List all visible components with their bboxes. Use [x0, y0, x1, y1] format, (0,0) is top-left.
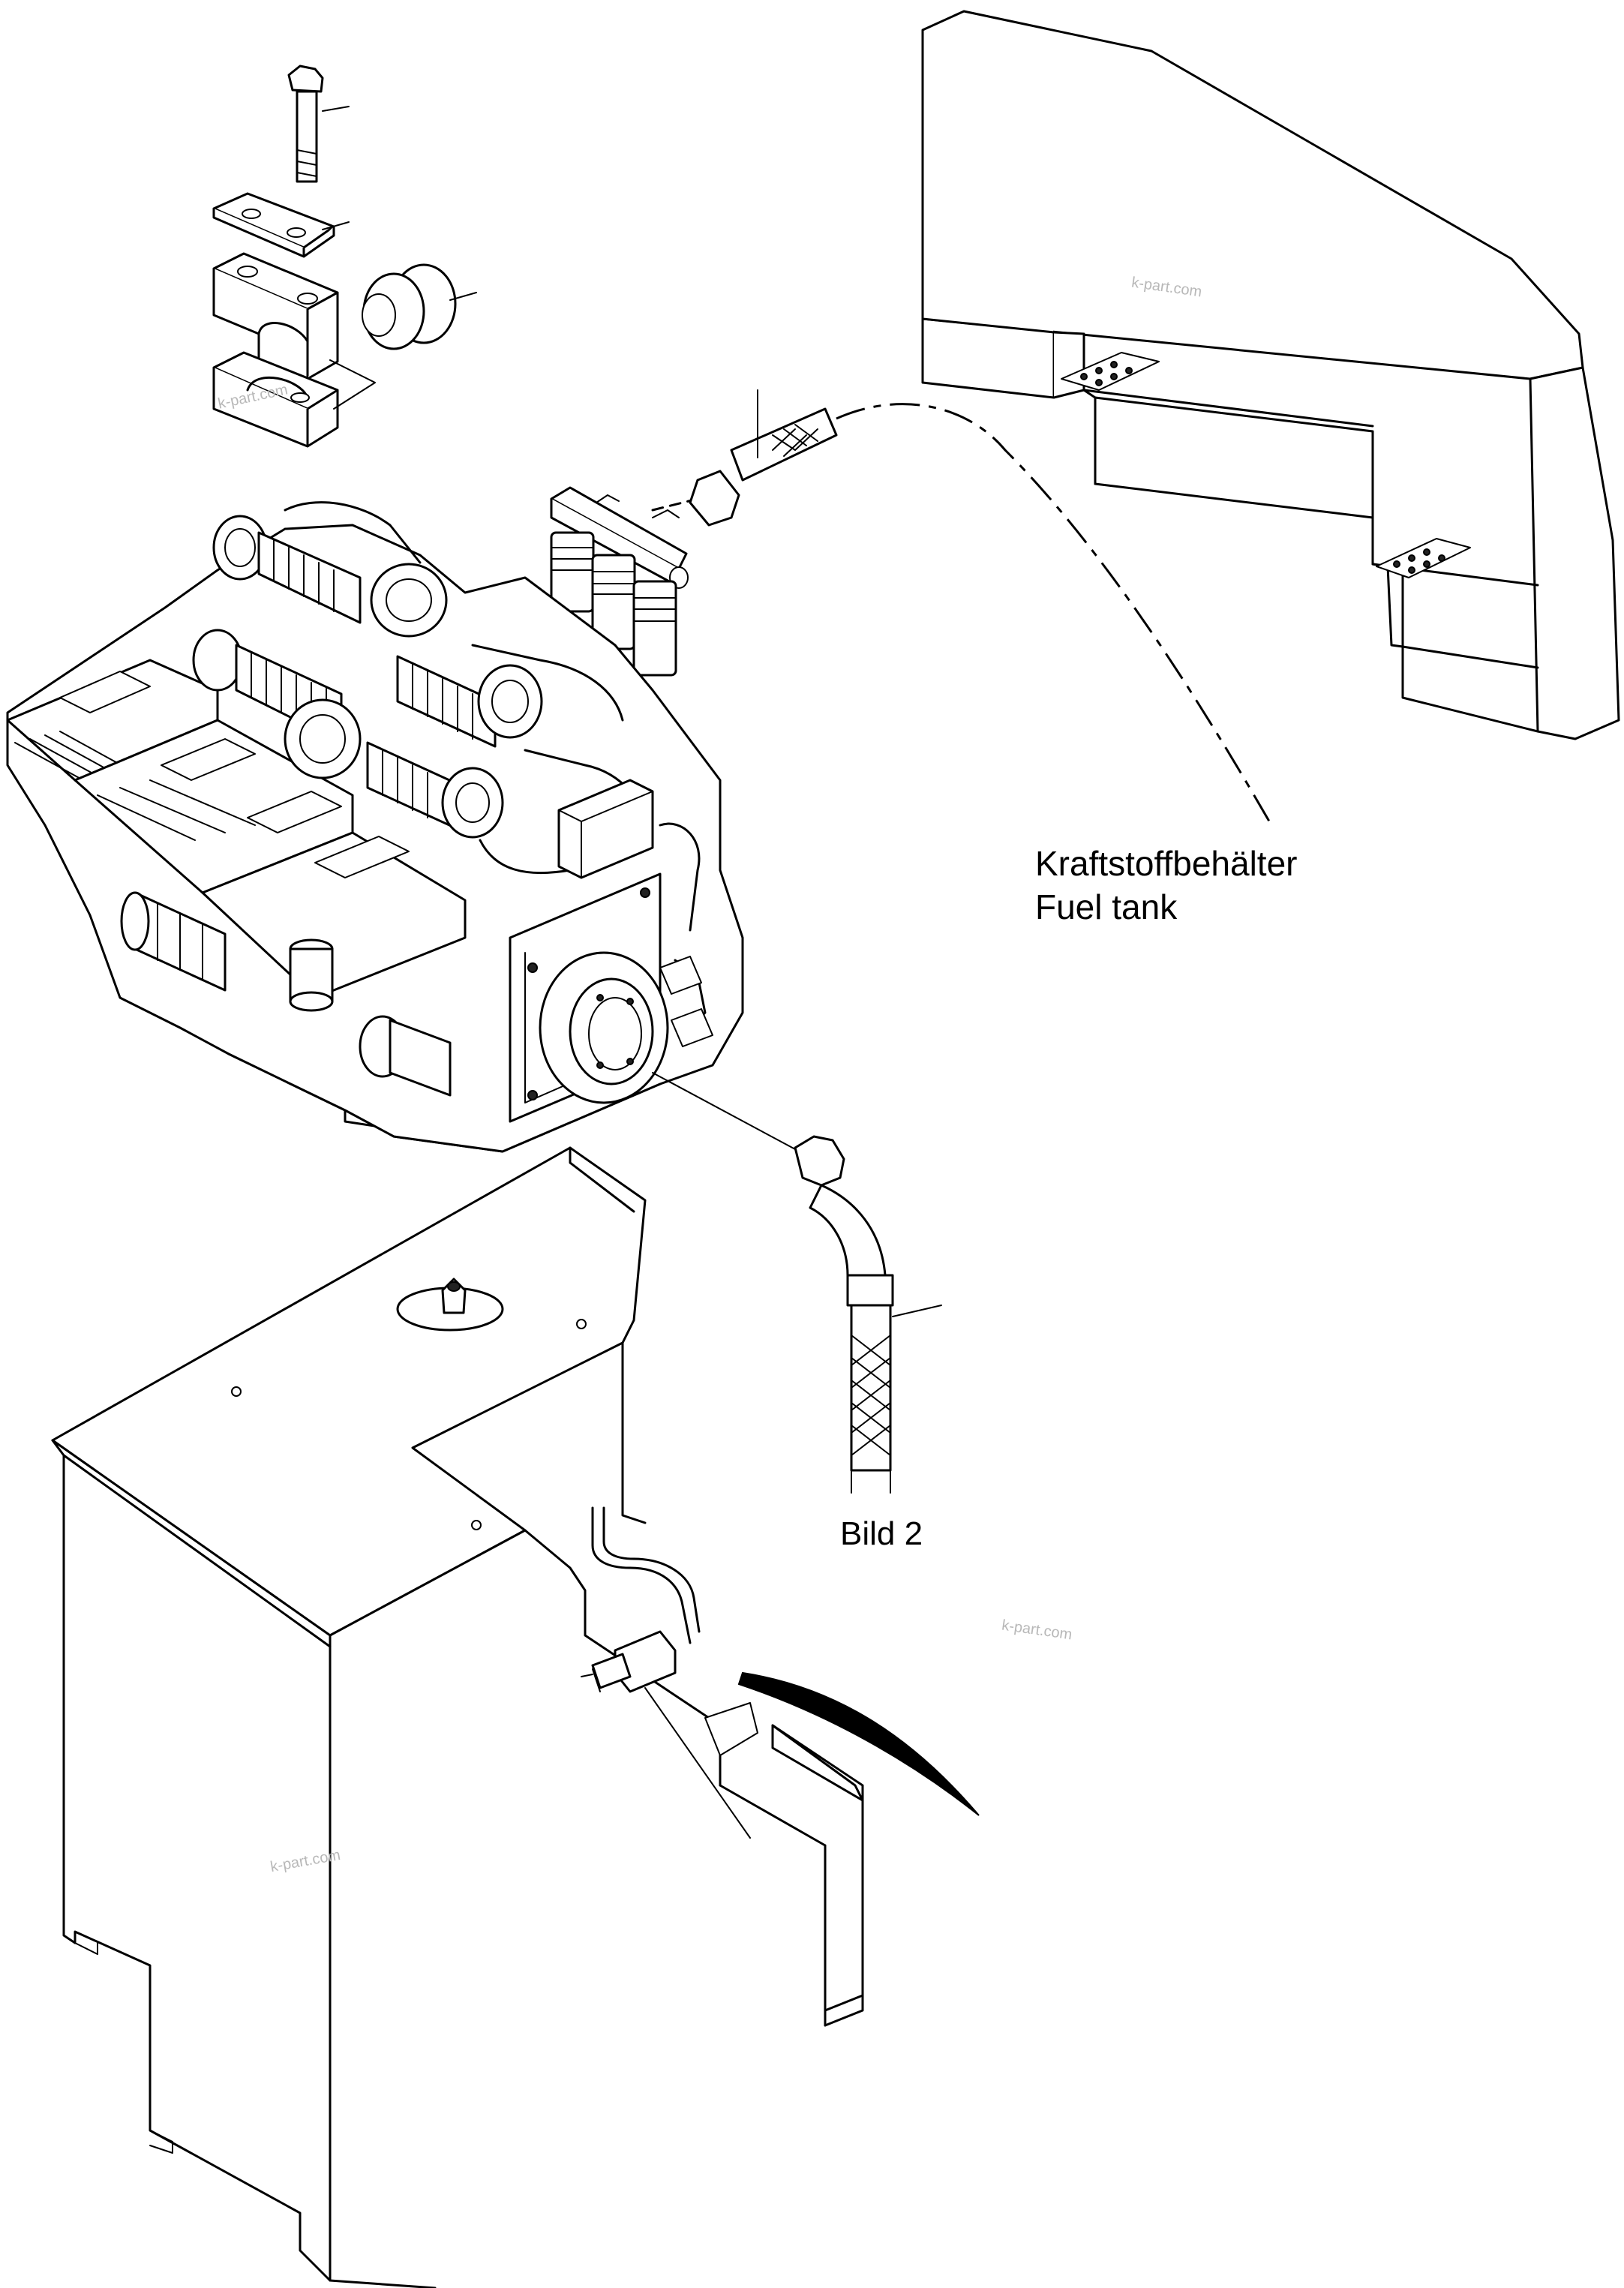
fuel-tank-drawing [921, 10, 1620, 740]
fuel-tank-label-english: Fuel tank [1035, 887, 1178, 926]
fuel-hose-lower [794, 1135, 942, 1494]
clamp-parts [212, 65, 477, 448]
engine-drawing [6, 501, 807, 1156]
fuel-line-dashed [836, 403, 1273, 826]
fuel-hose-upper [651, 389, 838, 527]
fuel-tank-label-german: Kraftstoffbehälter [1035, 844, 1298, 883]
lower-tank-drawing [51, 1146, 980, 2288]
figure-label: Bild 2 [840, 1515, 923, 1552]
sweep-arrow [737, 1671, 980, 1816]
